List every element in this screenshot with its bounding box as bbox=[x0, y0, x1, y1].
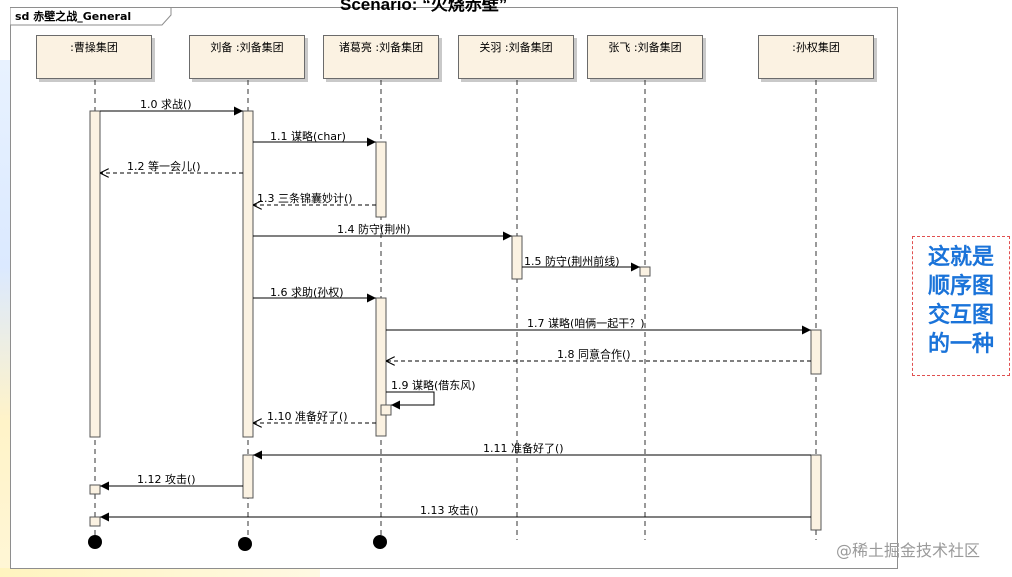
activation-zhugeliang-self bbox=[380, 404, 392, 416]
message-label-1-6: 1.6 求助(孙权) bbox=[270, 286, 344, 299]
frame-tab-outline bbox=[10, 7, 172, 26]
frame-title: sd 赤壁之战_General bbox=[15, 10, 132, 23]
slide-bottom-decoration bbox=[0, 568, 320, 577]
activation-zhugeliang-2 bbox=[375, 297, 387, 437]
message-label-1-8: 1.8 同意合作() bbox=[557, 348, 631, 361]
callout-line-4: 的一种 bbox=[927, 332, 994, 357]
scenario-title: Scenario: “火烧赤壁” bbox=[340, 0, 508, 14]
message-label-1-0: 1.0 求战() bbox=[140, 98, 192, 111]
activation-zhangfei bbox=[639, 266, 651, 277]
message-label-1-5: 1.5 防守(荆州前线) bbox=[524, 255, 620, 268]
lifeline-head-zhangfei: 张飞 :刘备集团 bbox=[587, 35, 703, 79]
callout-line-2: 顺序图 bbox=[927, 274, 994, 299]
sequence-diagram-frame bbox=[10, 7, 898, 569]
lifeline-head-sunquan: :孙权集团 bbox=[758, 35, 874, 79]
message-label-1-12: 1.12 攻击() bbox=[137, 473, 196, 486]
callout-note: 这就是 顺序图 交互图 的一种 bbox=[912, 236, 1010, 376]
message-label-1-4: 1.4 防守(荆州) bbox=[337, 223, 411, 236]
activation-guanyu bbox=[511, 235, 523, 280]
message-1-9 bbox=[386, 391, 435, 410]
message-label-1-11: 1.11 准备好了() bbox=[483, 442, 564, 455]
lifeline-head-zhugeliang: 诸葛亮 :刘备集团 bbox=[323, 35, 439, 79]
message-label-1-3: 1.3 三条锦囊妙计() bbox=[257, 192, 353, 205]
activation-cao-attack2 bbox=[89, 516, 101, 527]
callout-line-3: 交互图 bbox=[927, 303, 994, 328]
message-label-1-7: 1.7 谋略(咱俩一起干？) bbox=[527, 317, 645, 330]
lifeline-end-zhugeliang bbox=[373, 535, 387, 549]
slide-edge-decoration bbox=[0, 60, 10, 577]
activation-cao-attack1 bbox=[89, 484, 101, 495]
message-label-1-13: 1.13 攻击() bbox=[420, 504, 479, 517]
message-label-1-2: 1.2 等一会儿() bbox=[127, 160, 201, 173]
frame-title-tab: sd 赤壁之战_General bbox=[10, 7, 172, 26]
lifeline-end-liubei bbox=[238, 537, 252, 551]
message-label-1-10: 1.10 准备好了() bbox=[267, 410, 348, 423]
lifeline-end-cao bbox=[88, 535, 102, 549]
activation-liubei-2 bbox=[242, 454, 254, 499]
watermark: @稀土掘金技术社区 bbox=[836, 541, 981, 560]
message-label-1-1: 1.1 谋略(char) bbox=[270, 130, 346, 143]
activation-sunquan-1 bbox=[810, 329, 822, 375]
activation-liubei bbox=[242, 110, 254, 438]
activation-cao bbox=[89, 110, 101, 438]
activation-sunquan-2 bbox=[810, 454, 822, 531]
callout-line-1: 这就是 bbox=[927, 245, 994, 270]
activation-zhugeliang-1 bbox=[375, 141, 387, 218]
message-label-1-9: 1.9 谋略(借东风) bbox=[391, 379, 476, 392]
lifeline-head-cao: :曹操集团 bbox=[36, 35, 152, 79]
lifeline-head-guanyu: 关羽 :刘备集团 bbox=[458, 35, 574, 79]
lifeline-head-liubei: 刘备 :刘备集团 bbox=[189, 35, 305, 79]
